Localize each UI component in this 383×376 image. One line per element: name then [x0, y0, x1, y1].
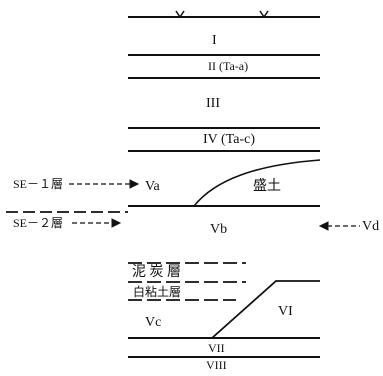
se2-callout: SE－２層	[13, 216, 64, 230]
surface-marker-1	[175, 10, 185, 19]
vd-callout: Vd	[362, 219, 380, 234]
se1-callout: SE－１層	[13, 177, 64, 191]
se2-arrowhead	[111, 218, 122, 228]
layer-IV-label: IV (Ta-c)	[203, 132, 256, 147]
peat-label: 泥 炭 層	[132, 265, 181, 280]
layer-II-label: II (Ta-a)	[208, 59, 249, 73]
layer-Vc-label: Vc	[145, 315, 162, 330]
layer-VIII-label: VIII	[206, 358, 227, 372]
layer-Vb-label: Vb	[210, 222, 228, 237]
layer-Va-label: Va	[145, 179, 160, 194]
layer-III-label: III	[206, 96, 220, 111]
layer-VI-label: VI	[278, 304, 293, 319]
vd-arrowhead	[318, 221, 329, 231]
se1-arrowhead	[129, 179, 140, 189]
surface-marker-2	[259, 10, 269, 19]
fill-curve	[193, 159, 321, 207]
VI-slope	[211, 280, 320, 339]
layer-VII-label: VII	[208, 341, 225, 355]
fill-label: 盛土	[253, 179, 281, 194]
white-clay-label: 白粘土層	[133, 285, 182, 299]
layer-I-label: I	[212, 33, 217, 48]
